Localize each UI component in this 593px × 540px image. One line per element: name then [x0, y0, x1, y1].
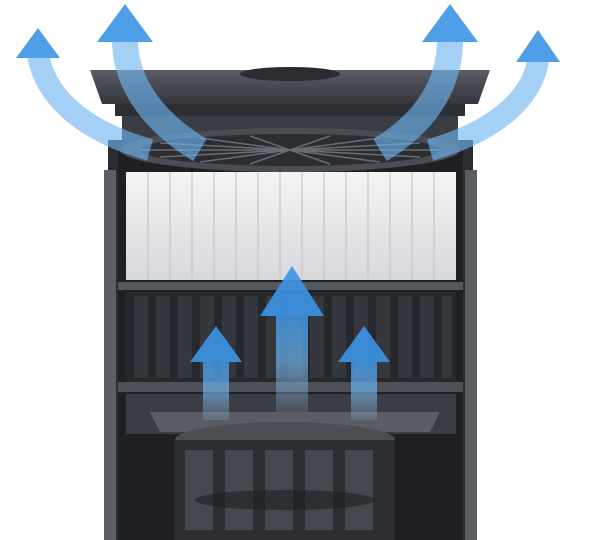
airflow-arrow-right: [338, 326, 390, 420]
airflow-arrow-top-right-inner: [373, 4, 478, 162]
airflow-arrow-center: [260, 266, 324, 412]
airflow-arrows: [16, 4, 560, 420]
airflow-arrow-top-left-inner: [97, 4, 207, 162]
airflow-arrow-top-left-outer: [16, 28, 154, 161]
fan-assembly: [126, 394, 456, 540]
airflow-arrow-left: [190, 326, 242, 420]
airflow-arrow-top-right-outer: [426, 30, 560, 161]
